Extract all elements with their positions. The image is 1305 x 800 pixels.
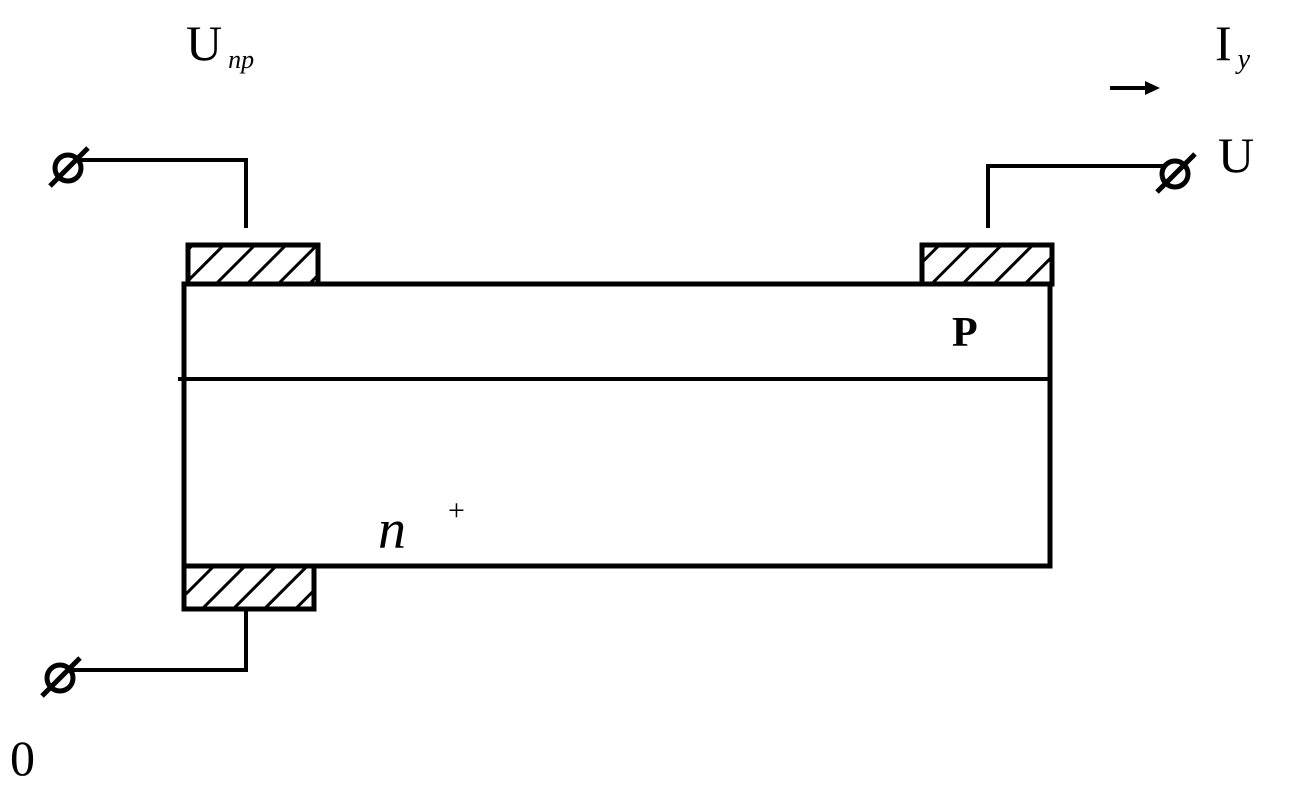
label-u-pr: U	[186, 15, 222, 71]
bottom-left-contact	[181, 563, 317, 612]
current-arrow-icon	[1110, 81, 1160, 95]
wire-ground	[62, 609, 248, 672]
terminal-circle-icon	[48, 146, 90, 188]
svg-text:Iу: Iу	[1215, 15, 1251, 75]
label-n-region: n	[378, 499, 406, 561]
label-i-y-subscript: у	[1235, 44, 1251, 75]
svg-text:Uпр: Uпр	[186, 15, 254, 74]
label-i-y: I	[1215, 15, 1232, 71]
terminal-circle-icon	[1155, 152, 1197, 194]
label-u-out: U	[1218, 127, 1254, 183]
top-left-contact	[185, 242, 321, 287]
label-u-pr-subscript: пр	[228, 45, 254, 74]
wire-u-out	[986, 164, 1170, 228]
label-zero: 0	[10, 730, 35, 786]
wire-u-pr	[68, 158, 248, 228]
semiconductor-body	[181, 281, 1053, 569]
label-p-region: P	[952, 310, 978, 356]
top-right-contact	[919, 242, 1055, 287]
label-n-superscript: +	[448, 494, 465, 527]
terminal-circle-icon	[40, 656, 82, 698]
